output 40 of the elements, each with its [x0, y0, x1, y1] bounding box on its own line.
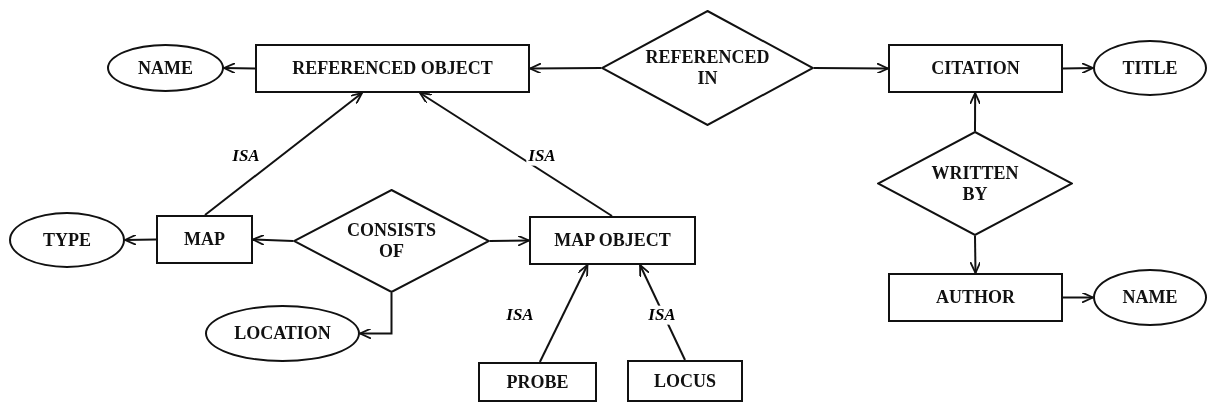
arrow [813, 62, 889, 75]
relationship-diamond [293, 189, 490, 293]
arrow [124, 233, 157, 246]
arrow [969, 92, 981, 132]
arrow [1062, 291, 1094, 304]
entity-box [529, 216, 696, 265]
node-label: AUTHOR [935, 287, 1016, 308]
entity-box [255, 44, 530, 93]
arrow [359, 292, 393, 340]
node-label: NAME [137, 57, 194, 79]
arrow [489, 234, 530, 247]
relationship-diamond [601, 10, 814, 126]
entity-box [478, 362, 597, 402]
node-label: WRITTEN BY [930, 162, 1020, 205]
node-label: NAME [1121, 287, 1179, 308]
node-label: MAP [183, 229, 226, 250]
arrow [223, 62, 256, 75]
node-label: TYPE [42, 229, 92, 251]
node-label: CITATION [930, 58, 1021, 79]
arrow [969, 235, 982, 274]
entity-box [888, 44, 1063, 93]
arrow [1062, 62, 1094, 75]
relationship-diamond [877, 131, 1073, 236]
entity-box [627, 360, 743, 402]
node-label: TITLE [1121, 57, 1179, 79]
node-label: REFERENCED OBJECT [291, 58, 494, 79]
entity-box [888, 273, 1063, 322]
entity-box [156, 215, 253, 264]
isa-arrow [538, 264, 589, 363]
edge-label: ISA [646, 305, 678, 325]
isa-arrow [204, 92, 363, 216]
node-label: REFERENCED IN [644, 47, 771, 89]
node-label: LOCATION [233, 323, 332, 344]
isa-arrow [419, 92, 613, 217]
node-label: MAP OBJECT [553, 230, 672, 251]
node-label: PROBE [505, 371, 570, 393]
node-label: CONSISTS OF [345, 220, 437, 262]
node-label: LOCUS [653, 370, 717, 392]
arrow [529, 62, 602, 75]
arrow [252, 234, 294, 246]
